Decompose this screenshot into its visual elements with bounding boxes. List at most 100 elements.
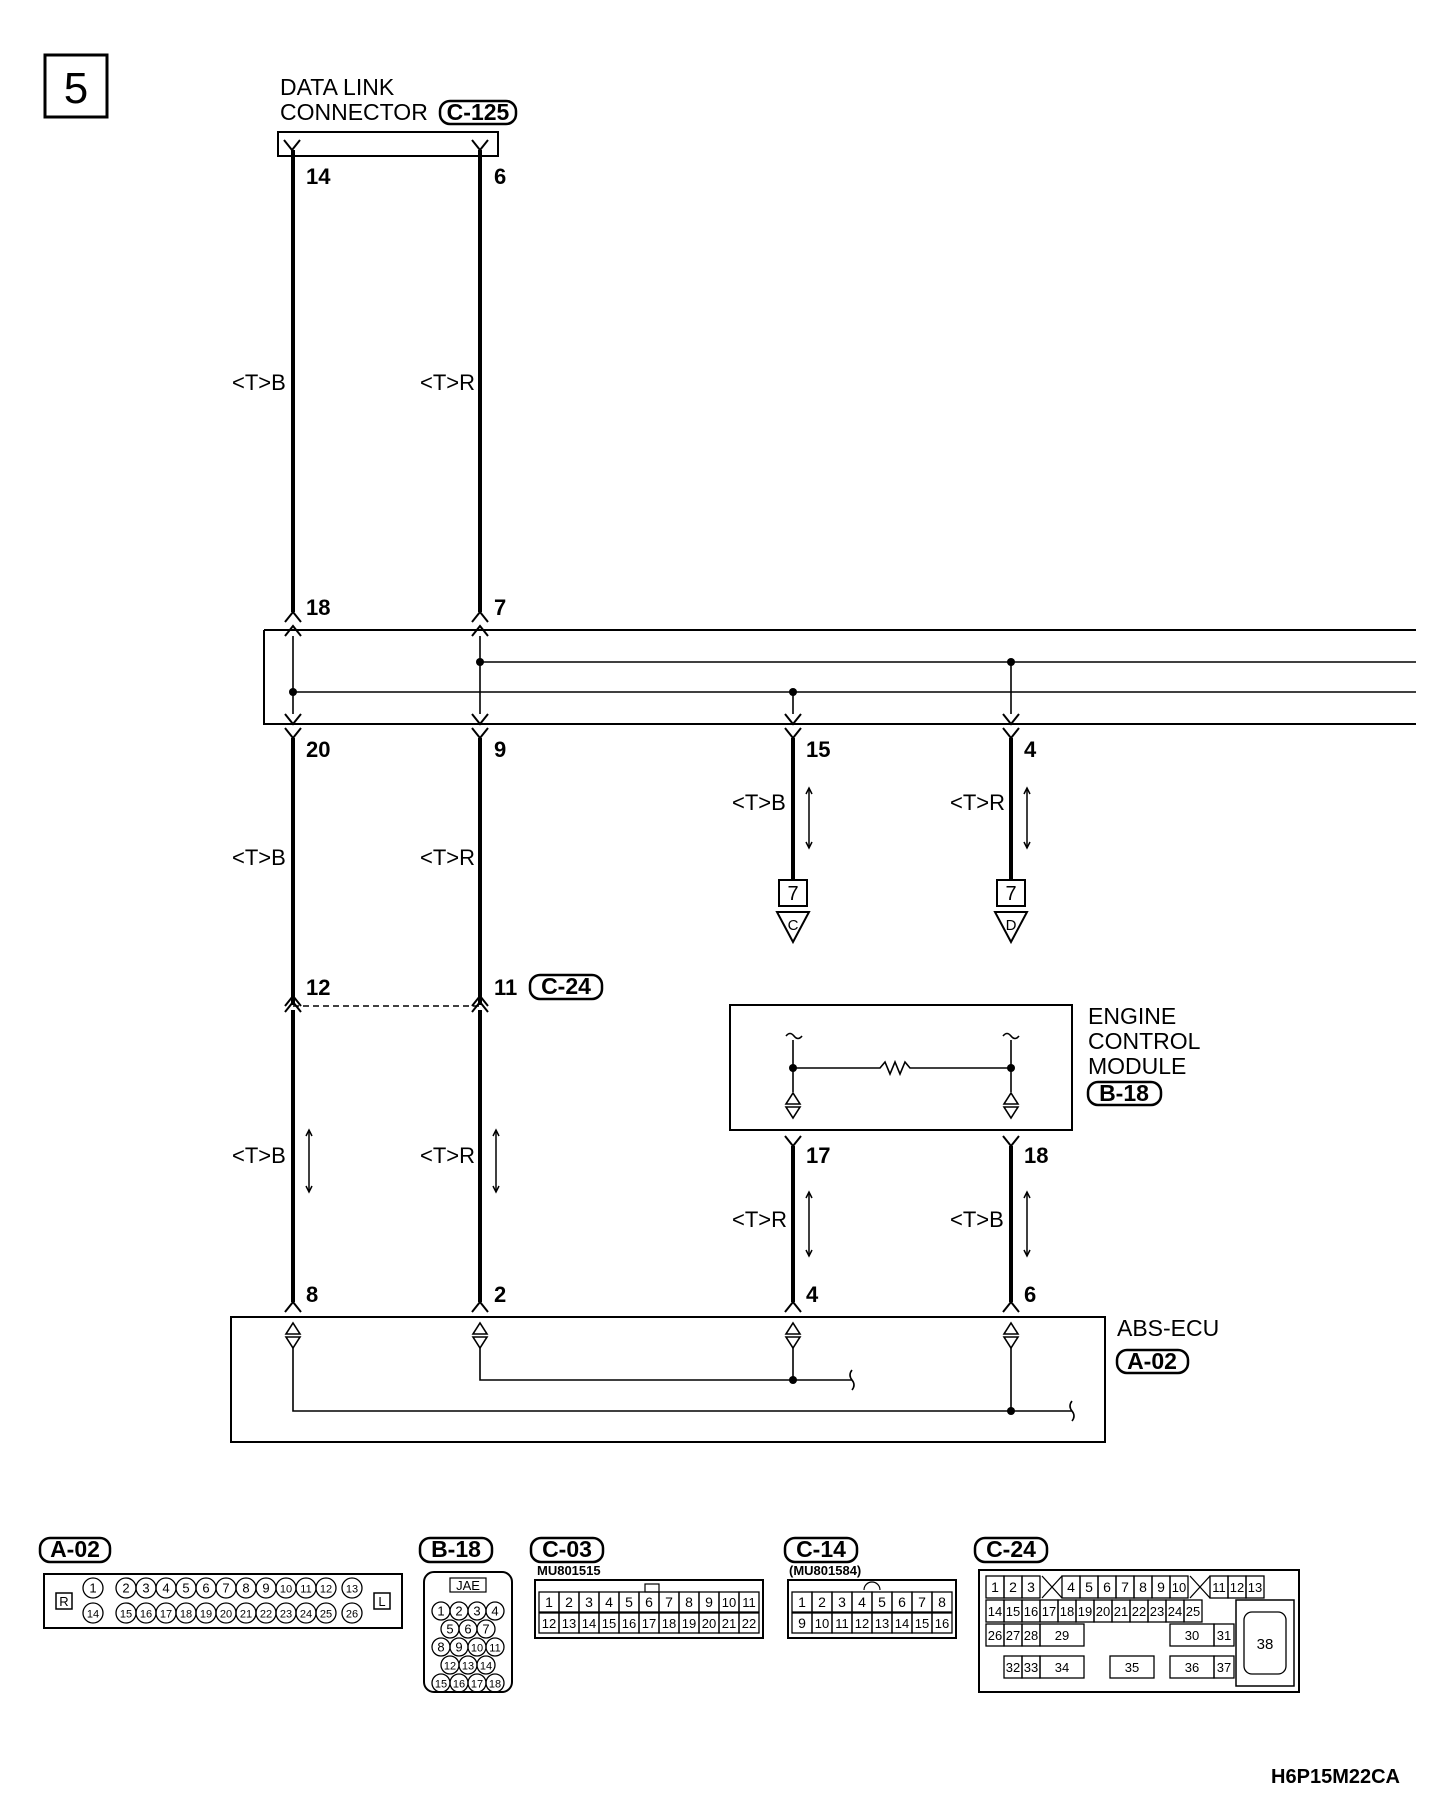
- pin-number: 16: [935, 1616, 949, 1631]
- pin-number: 13: [1248, 1580, 1262, 1595]
- figure-code: H6P15M22CA: [1271, 1766, 1400, 1788]
- c24-face-badge: [973, 1536, 1049, 1564]
- ref-d-letter: D: [1006, 917, 1017, 934]
- dlc-pin-6: 6: [494, 164, 506, 189]
- pin-number: 29: [1055, 1628, 1069, 1643]
- pin-number: 15: [120, 1609, 132, 1621]
- junction-pin-9: 9: [494, 737, 506, 762]
- wire-color-left-upper: <T>B: [232, 370, 286, 395]
- a02-pins: 1142153164175186197208219221023112412251…: [82, 1577, 363, 1624]
- pin-number: 10: [722, 1595, 736, 1610]
- pin-number: 1: [991, 1579, 999, 1595]
- wire-color-left-lower: <T>B: [232, 1143, 286, 1168]
- pin-number: 32: [1006, 1660, 1020, 1675]
- pin-number: 18: [662, 1616, 676, 1631]
- pin-number: 15: [602, 1616, 616, 1631]
- ecm-pin-18: 18: [1024, 1143, 1048, 1168]
- c24-face-label: C-24: [986, 1536, 1036, 1562]
- pin-number: 14: [988, 1604, 1002, 1619]
- pin-number: 10: [471, 1643, 483, 1655]
- a02-side-l: L: [378, 1594, 385, 1609]
- pin-number: 21: [1114, 1604, 1128, 1619]
- dlc-label-line1: DATA LINK: [280, 74, 395, 100]
- pin-number: 11: [489, 1643, 500, 1655]
- ref-d-arrow: [993, 911, 1029, 945]
- pin-number: 20: [220, 1609, 232, 1621]
- pin-cell: [1169, 1575, 1189, 1599]
- abs-ecu-label: ABS-ECU: [1117, 1315, 1219, 1341]
- a02-label: A-02: [50, 1536, 100, 1562]
- pin-number: 16: [453, 1679, 465, 1691]
- dlc-body: [277, 131, 499, 157]
- pin-number: 17: [1042, 1604, 1056, 1619]
- pin-cavity: [476, 1619, 496, 1639]
- pin-number: 14: [480, 1661, 492, 1673]
- a02-face: [43, 1573, 403, 1629]
- pin-number: 23: [1150, 1604, 1164, 1619]
- ref-c-letter: C: [788, 917, 799, 934]
- pin-number: 31: [1217, 1628, 1231, 1643]
- pin-number: 8: [437, 1640, 444, 1655]
- pin-number: 13: [875, 1616, 889, 1631]
- pin-number: 6: [1103, 1579, 1111, 1595]
- pin-number: 9: [262, 1581, 269, 1596]
- pin-number: 1: [89, 1581, 96, 1596]
- pin-cell: [738, 1591, 760, 1613]
- junction-pin-20: 20: [306, 737, 330, 762]
- pin-number: 11: [835, 1616, 849, 1631]
- a02-badge: [38, 1536, 112, 1564]
- dlc-label-line2: CONNECTOR: [280, 99, 428, 125]
- wire-color-c: <T>B: [732, 790, 786, 815]
- abs-pin-4: 4: [806, 1282, 819, 1307]
- pin-cell: [931, 1591, 953, 1613]
- pin-number: 2: [455, 1604, 462, 1619]
- pin-number: 30: [1185, 1628, 1199, 1643]
- b18-badge: [418, 1536, 494, 1564]
- pin-number: 6: [202, 1581, 209, 1596]
- abs-pin-6: 6: [1024, 1282, 1036, 1307]
- pin-cavity: [82, 1602, 104, 1624]
- pin-cavity: [315, 1602, 337, 1624]
- pin-number: 3: [585, 1594, 593, 1610]
- pin-cavity: [341, 1577, 363, 1599]
- pin-number: 24: [300, 1609, 312, 1621]
- c14-part: (MU801584): [789, 1563, 861, 1578]
- pin-number: 25: [1186, 1604, 1200, 1619]
- pin-number: 11: [742, 1595, 756, 1610]
- pin-number: 36: [1185, 1660, 1199, 1675]
- pin-number: 6: [898, 1594, 906, 1610]
- abs-conn-badge: [1115, 1348, 1190, 1375]
- pin-number: 14: [895, 1616, 909, 1631]
- pin-number: 37: [1217, 1660, 1231, 1675]
- pin-number: 26: [988, 1628, 1002, 1643]
- a02-side-r: R: [59, 1594, 68, 1609]
- pin-number: 14: [582, 1616, 596, 1631]
- dlc-conn: C-125: [447, 99, 510, 125]
- pin-cavity: [485, 1673, 505, 1693]
- pin-cavity: [476, 1655, 496, 1675]
- ref-c-number: 7: [787, 883, 798, 905]
- c24-pin-11: 11: [494, 975, 517, 1000]
- pin-number: 20: [702, 1616, 716, 1631]
- pin-number: 34: [1055, 1660, 1069, 1675]
- pin-number: 18: [180, 1609, 192, 1621]
- pin-number: 25: [320, 1609, 332, 1621]
- pin-number: 23: [280, 1609, 292, 1621]
- junction-pin-18: 18: [306, 595, 330, 620]
- b18-face: [423, 1571, 513, 1693]
- pin-number: 18: [489, 1679, 501, 1691]
- ecm-label-line3: MODULE: [1088, 1053, 1186, 1079]
- c03-part: MU801515: [537, 1563, 601, 1578]
- pin-number: 1: [437, 1604, 444, 1619]
- pin-number: 26: [346, 1609, 358, 1621]
- pin-number: 11: [300, 1584, 311, 1596]
- pin-number: 10: [280, 1584, 292, 1596]
- abs-pin-8: 8: [306, 1282, 318, 1307]
- ecm-conn: B-18: [1099, 1080, 1149, 1106]
- junction-block-bottom: [263, 630, 1416, 725]
- pin-number: 7: [222, 1581, 229, 1596]
